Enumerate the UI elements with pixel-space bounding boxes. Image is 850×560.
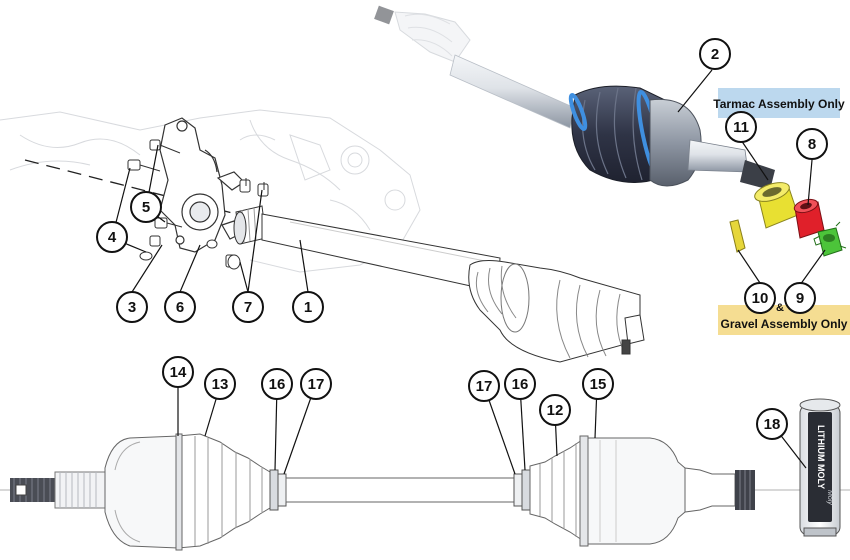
callout-num: 4 xyxy=(108,229,117,246)
callout-numbers: 1 2 3 4 5 6 7 8 9 10 11 12 13 14 15 16 1… xyxy=(108,46,816,433)
steering-knuckle xyxy=(159,117,245,253)
callout-num: 16 xyxy=(269,376,286,393)
tarmac-legend-text: Tarmac Assembly Only xyxy=(713,97,845,111)
callout-16a xyxy=(261,368,293,400)
callout-num: 9 xyxy=(796,290,804,307)
tube-label-sub: Moly xyxy=(826,490,833,505)
callout-num: 12 xyxy=(547,402,564,419)
callout-11 xyxy=(725,111,757,143)
callout-num: 7 xyxy=(244,299,252,316)
callout-num: 14 xyxy=(170,364,187,381)
callout-num: 16 xyxy=(512,376,529,393)
callout-num: 17 xyxy=(308,376,325,393)
callout-num: 13 xyxy=(212,376,229,393)
callout-num: 3 xyxy=(128,299,136,316)
callout-num: 2 xyxy=(711,46,719,63)
callout-14 xyxy=(162,356,194,388)
callout-3 xyxy=(116,291,148,323)
callout-num: 11 xyxy=(733,119,749,136)
callout-16b xyxy=(504,368,536,400)
callout-num: 1 xyxy=(304,299,312,316)
callout-9 xyxy=(784,282,816,314)
callout-num: 17 xyxy=(476,378,493,395)
callout-num: 18 xyxy=(764,416,781,433)
callout-4 xyxy=(96,221,128,253)
callout-13 xyxy=(204,368,236,400)
callout-18 xyxy=(756,408,788,440)
callout-12 xyxy=(539,394,571,426)
callout-num: 5 xyxy=(142,199,150,216)
callout-1 xyxy=(292,291,324,323)
callout-10 xyxy=(744,282,776,314)
callout-2 xyxy=(699,38,731,70)
callout-5 xyxy=(130,191,162,223)
amp-text: & xyxy=(776,302,784,314)
callout-15 xyxy=(582,368,614,400)
callouts xyxy=(96,38,828,440)
knuckle-bolts xyxy=(127,139,269,270)
spacer-yellow-11 xyxy=(754,182,799,229)
mid-driveshaft-render xyxy=(233,205,645,363)
grease-tube-18 xyxy=(799,398,841,537)
callout-7 xyxy=(232,291,264,323)
gravel-legend-text: Gravel Assembly Only xyxy=(721,317,848,331)
upper-driveshaft-render xyxy=(374,5,775,190)
shim-yellow-10 xyxy=(729,219,746,253)
callout-8 xyxy=(796,128,828,160)
callout-6 xyxy=(164,291,196,323)
gravel-legend-box xyxy=(718,305,850,335)
callout-num: 10 xyxy=(752,290,769,307)
nut-green-9 xyxy=(813,221,847,257)
callout-17b xyxy=(468,370,500,402)
callout-17a xyxy=(300,368,332,400)
callout-num: 6 xyxy=(176,299,184,316)
spacer-red-8 xyxy=(793,198,825,239)
knuckle-background-sketch xyxy=(0,109,421,273)
callout-num: 8 xyxy=(808,136,816,153)
bottom-driveshaft-side-view xyxy=(0,433,850,551)
tube-label-main: LITHIUM MOLY xyxy=(816,425,826,489)
callout-num: 15 xyxy=(590,376,607,393)
